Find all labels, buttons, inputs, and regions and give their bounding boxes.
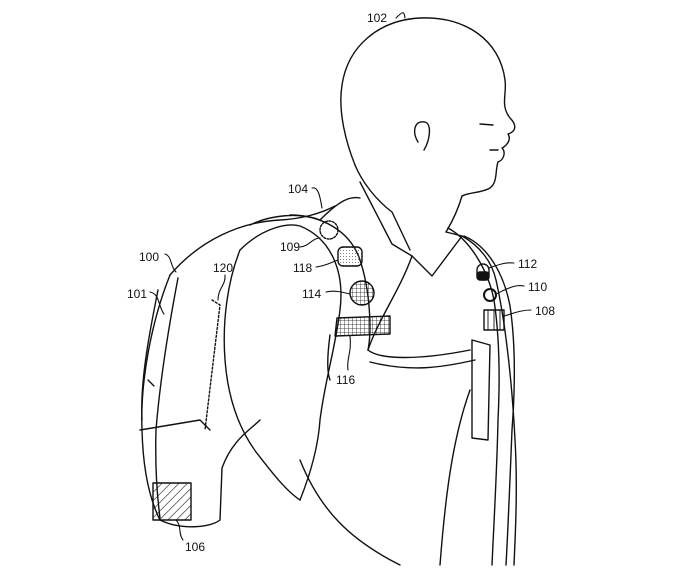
ref-label-109: 109 xyxy=(280,240,301,254)
ref-label-118: 118 xyxy=(293,261,313,275)
ref-label-104: 104 xyxy=(288,182,309,196)
person-head xyxy=(341,18,515,196)
ref-label-112: 112 xyxy=(518,257,538,271)
mesh-band-116 xyxy=(335,316,390,336)
ref-label-110: 110 xyxy=(528,280,548,294)
ref-label-108: 108 xyxy=(535,304,556,318)
round-button-110 xyxy=(484,289,496,301)
striped-patch-108 xyxy=(484,310,504,330)
circular-sensor-109 xyxy=(320,221,338,239)
ref-label-102: 102 xyxy=(367,11,388,25)
pill-switch-fill xyxy=(477,272,489,280)
mesh-disc-114 xyxy=(350,281,374,305)
ref-label-114: 114 xyxy=(302,287,322,301)
ref-label-120: 120 xyxy=(213,261,234,275)
rectangular-pad-118 xyxy=(338,247,362,266)
ref-label-101: 101 xyxy=(127,287,148,301)
ref-label-106: 106 xyxy=(185,540,206,554)
torso xyxy=(300,236,516,565)
ref-label-116: 116 xyxy=(336,373,356,387)
right-shoulder-strap xyxy=(448,228,514,565)
ref-label-100: 100 xyxy=(139,250,160,264)
shirt-collar xyxy=(355,165,462,276)
hatched-patch-106 xyxy=(153,483,191,520)
leader-lines xyxy=(150,13,531,540)
